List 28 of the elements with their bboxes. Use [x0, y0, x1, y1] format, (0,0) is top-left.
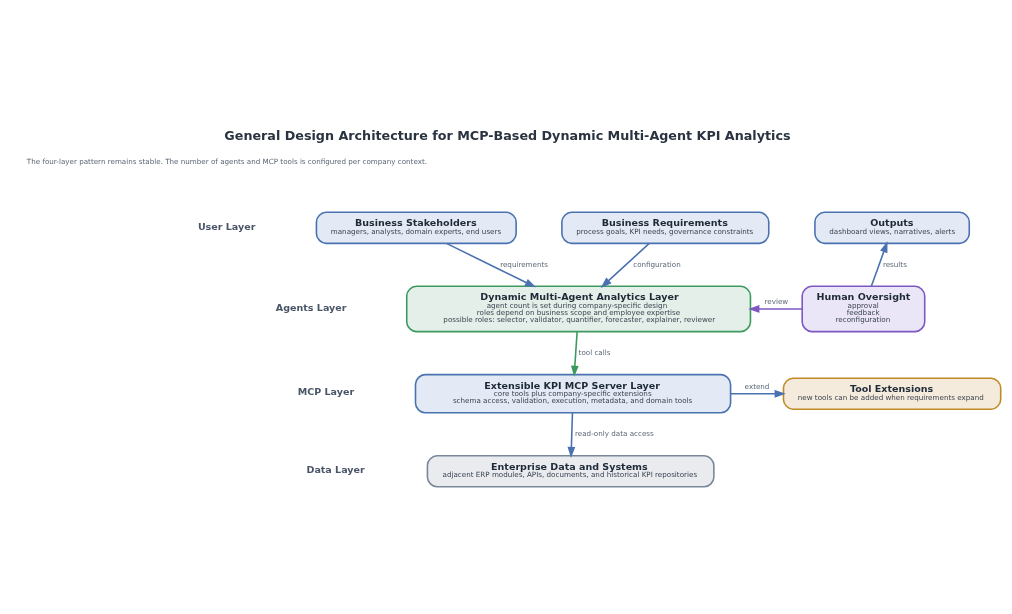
node-box: Dynamic Multi-Agent Analytics Layer agent count is set during company-specific design roles depend on business scope and employee expertise possible roles: selector, validator, quantifier, forecaster, explainer, reviewer: [405, 285, 752, 333]
edge-label: configuration: [633, 259, 681, 269]
label: Agents Layer: [275, 301, 347, 313]
node-box: Business Stakeholders managers, analysts, domain experts, end users: [315, 211, 517, 245]
node-box: Outputs dashboard views, narratives, alerts: [814, 211, 971, 245]
arrow: [567, 412, 576, 458]
edge-label: extend: [744, 382, 770, 392]
node-box: Extensible KPI MCP Server Layer core tools plus company-specific extensions schema access, validation, execution, metadata, and domain tools: [414, 373, 732, 414]
node-box: Enterprise Data and Systems adjacent ERP modules, APIs, documents, and historical KPI repositories: [426, 455, 715, 488]
arrow: [748, 305, 803, 313]
edge-label: review: [764, 297, 789, 307]
node-box: Business Requirements process goals, KPI needs, governance constraints: [561, 211, 770, 245]
arrow: [870, 241, 888, 287]
label: User Layer: [197, 220, 256, 232]
diagram-title: General Design Architecture for MCP-Based Dynamic Multi-Agent KPI Analytics: [224, 127, 791, 143]
arrow: [570, 331, 579, 377]
label: Data Layer: [306, 463, 365, 475]
arrow: [729, 389, 786, 398]
edge-label: requirements: [500, 259, 549, 269]
edge-label: tool calls: [578, 347, 611, 357]
arrow: [600, 242, 650, 288]
arrow: [445, 242, 537, 288]
label: MCP Layer: [297, 386, 355, 398]
edge-label: read-only data access: [575, 429, 654, 439]
node-box: Tool Extensions new tools can be added when requirements expand: [782, 377, 1002, 411]
label: The four-layer pattern remains stable. The number of agents and MCP tools is configured per company context.: [26, 156, 427, 166]
node-box: Human Oversight approval feedback reconfiguration: [801, 285, 926, 333]
edge-label: results: [882, 259, 907, 269]
